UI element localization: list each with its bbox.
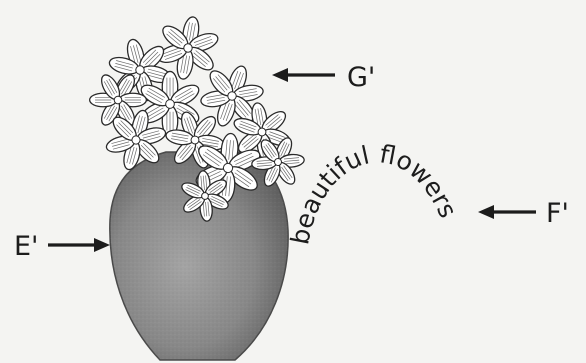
text-label: F' xyxy=(546,198,569,229)
vase-arrow xyxy=(48,238,110,252)
text-arrow xyxy=(478,205,536,219)
curved-text: beautiful flowers xyxy=(285,139,462,247)
vase-label: E' xyxy=(14,231,38,262)
flowers-label: G' xyxy=(347,62,375,93)
curved-text-path: beautiful flowers xyxy=(285,139,462,247)
flowers-arrow xyxy=(272,68,335,82)
